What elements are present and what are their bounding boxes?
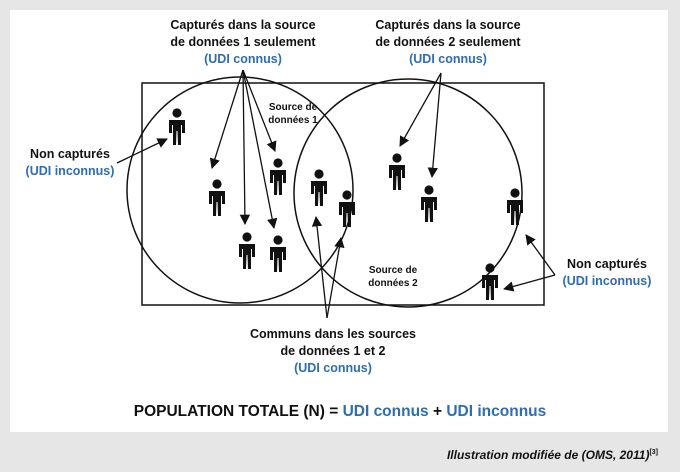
person-icon — [421, 185, 437, 222]
person-icon — [169, 108, 185, 145]
person-icon — [311, 169, 327, 206]
source-2-circle — [293, 78, 523, 308]
person-icon — [482, 263, 498, 300]
source-1-circle — [126, 76, 354, 304]
arrows-source2 — [399, 72, 442, 179]
label-source1-circle: Source de données 1 — [268, 102, 318, 126]
person-icon — [270, 158, 286, 195]
person-icon — [270, 235, 286, 272]
label-uncaptured-right: Non capturés (UDI inconnus) — [562, 257, 652, 288]
label-source2-only: Capturés dans la source de données 2 seu… — [375, 18, 521, 66]
arrows-uncaptured-right — [502, 234, 556, 292]
person-icon — [507, 188, 523, 225]
person-icon — [209, 179, 225, 216]
person-icon — [239, 232, 255, 269]
population-formula: POPULATION TOTALE (N) = UDI connus + UDI… — [133, 403, 547, 420]
person-icon — [389, 153, 405, 190]
figure-caption: Illustration modifiée de (OMS, 2011)[3] — [446, 448, 658, 462]
label-common: Communs dans les sources de données 1 et… — [249, 327, 417, 375]
figure-panel — [10, 10, 668, 432]
label-uncaptured-left: Non capturés (UDI inconnus) — [25, 147, 115, 178]
label-source2-circle: Source de données 2 — [368, 265, 418, 289]
label-source1-only: Capturés dans la source de données 1 seu… — [170, 18, 316, 66]
arrows-common — [311, 215, 345, 319]
arrow-uncaptured-left — [116, 138, 168, 164]
arrows-source1 — [209, 69, 278, 230]
population-rectangle — [141, 82, 545, 306]
